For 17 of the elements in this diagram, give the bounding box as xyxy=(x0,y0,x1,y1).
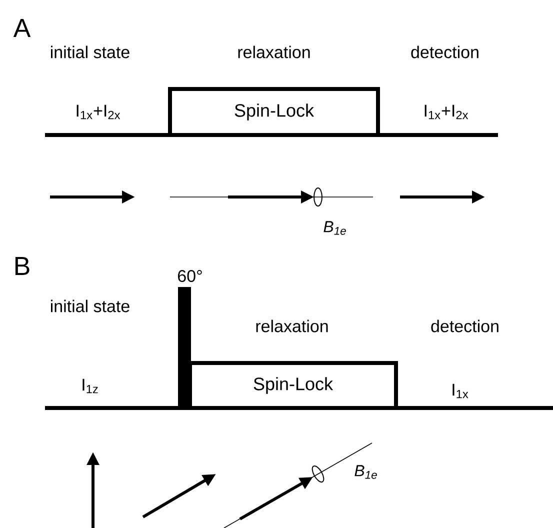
phase-label: detection xyxy=(411,46,478,58)
phase-label: detection xyxy=(431,320,498,332)
panel-letter: B xyxy=(15,257,30,275)
phase-label: initial state xyxy=(51,300,130,312)
phase-label: initial state xyxy=(51,46,130,58)
phase-label: relaxation xyxy=(238,46,310,58)
phase-label: 60° xyxy=(178,270,202,282)
panel-letter: A xyxy=(13,19,31,37)
spin-state-label: I$_{1z}$ xyxy=(82,378,98,394)
spin-lock-box: Spin-Lock xyxy=(188,361,398,410)
spin-state-label: I$_{1x}$ xyxy=(452,384,468,398)
field-label: B$_{1e}$ xyxy=(324,221,346,235)
spin-lock-box: Spin-Lock xyxy=(168,87,380,137)
phase-label: relaxation xyxy=(256,320,328,332)
field-label: B$_{1e}$ xyxy=(354,465,377,479)
spin-state-label: I$_{1x}$+I$_{2x}$ xyxy=(76,104,120,120)
spin-state-label: I$_{1x}$+I$_{2x}$ xyxy=(424,104,468,120)
